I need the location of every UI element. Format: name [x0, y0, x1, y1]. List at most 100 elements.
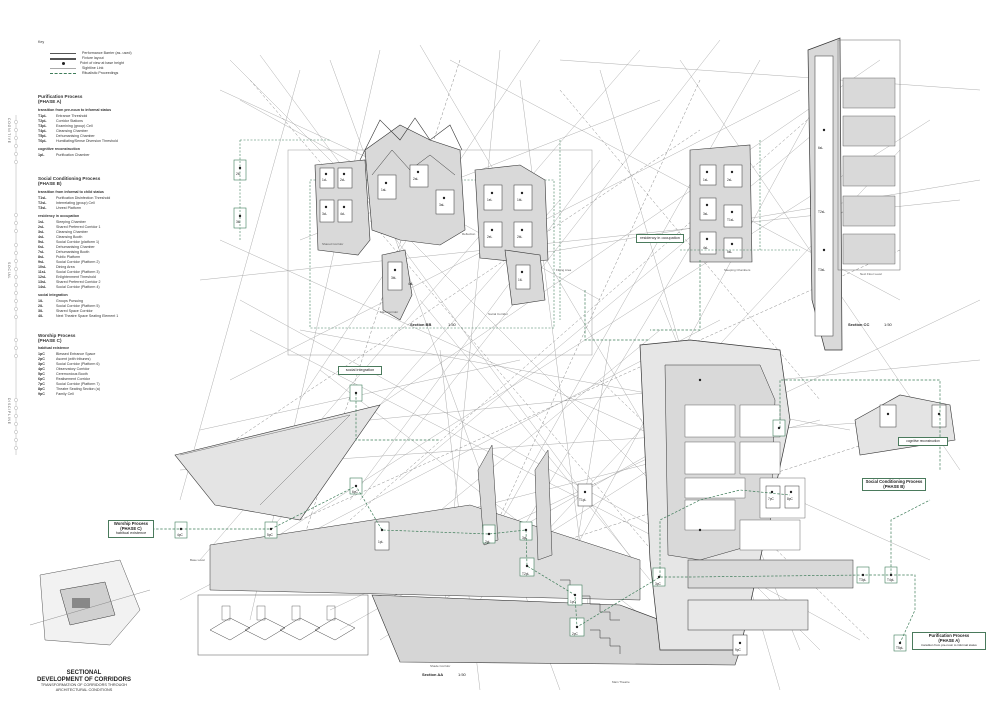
legend-code: 1iL	[38, 298, 44, 303]
legend-label: Social Corridor (Platform 5)	[56, 303, 100, 308]
legend-item: 3iL Shared Space Corridor	[38, 309, 188, 314]
legend-code: 1sL	[38, 219, 45, 224]
section-bb-scale: 1:50	[448, 322, 456, 327]
legend-code: 2iL	[38, 303, 44, 308]
legend-label: Humiliating/Sense Diversion Threshold	[56, 138, 118, 143]
node-label: 9pC	[735, 648, 741, 652]
node-label: 4pC	[177, 533, 183, 537]
node-label: 3cL	[322, 212, 328, 216]
node-label: 3aL	[439, 203, 445, 207]
worship-process-box: Worship Process(PHASE C)habitual existen…	[108, 520, 154, 538]
legend-label: Next Theatre Space Seating Element 1	[56, 313, 119, 318]
legend-label: Social Corridor (Platform 3)	[56, 269, 100, 274]
legend-code: 10sL	[38, 264, 47, 269]
title-line-2: DEVELOPMENT OF CORRIDORS	[36, 676, 131, 683]
annotation: Shade Corridor	[430, 664, 451, 668]
node-label: 5pC	[267, 533, 273, 537]
legend-code: 4pC	[38, 367, 45, 372]
node-label: 2bL	[517, 235, 523, 239]
legend-label: Shared Space Corridor	[56, 308, 93, 313]
legend-item: 10sL Dining Area	[38, 265, 188, 270]
legend-code: 8pC	[38, 387, 45, 392]
legend-code: T2pL	[38, 118, 47, 123]
phase-a-note: transition from pre-noun to informal sta…	[38, 107, 112, 112]
legend-code: T1sL	[38, 195, 47, 200]
legend-label: Realisement Corridor	[56, 377, 90, 382]
key-row: Point of view at base height	[38, 61, 188, 66]
legend-label: Purification Chamber	[56, 152, 90, 157]
node-label: 1pL	[378, 540, 384, 544]
key-label: Sightline Link	[82, 66, 104, 70]
legend-label: Social Corridor (Platform 6)	[56, 362, 100, 367]
annotation: Next Floor Level	[860, 272, 882, 276]
legend-label: Theatre Seating Section (a)	[56, 387, 100, 392]
legend-timeline	[14, 115, 18, 455]
node-label: 2cL	[340, 178, 346, 182]
legend-label: Dining Area	[56, 264, 75, 269]
node-label: 5sL	[727, 250, 733, 254]
residency-box: residency in occupation	[636, 234, 684, 243]
key-row: Performance Barrier (as- used)	[38, 51, 188, 56]
legend-code: 5pC	[38, 372, 45, 377]
legend-label: Shared Preferred Corridor 1	[56, 224, 101, 229]
node-label: T2pL	[522, 572, 530, 576]
legend-label: Social Corridor (platform 1)	[56, 239, 100, 244]
legend-label: Social Corridor (Platform 2)	[56, 259, 100, 264]
node-label: 6sL	[818, 146, 824, 150]
node-label: 1aL	[381, 188, 387, 192]
node-label: T3sL	[818, 268, 826, 272]
section-aa	[174, 339, 956, 666]
legend-label: Blessed Entrance Space	[56, 352, 96, 357]
legend-label: Dehumanising Booth	[56, 249, 90, 254]
legend-label: Examining (group) Cell	[56, 123, 93, 128]
legend-code: T6pL	[38, 138, 47, 143]
legend-item: 3pC Social Corridor (Platform 6)	[38, 362, 188, 367]
legend-code: T5pL	[38, 133, 47, 138]
cognitive-box: cognitive reconstruction	[898, 437, 948, 446]
legend-label: Public Platform	[56, 254, 81, 259]
legend-item: T6pL Humiliating/Sense Diversion Threshol…	[38, 139, 188, 144]
legend-code: 8sL	[38, 254, 45, 259]
phase-c-title: Worship Process(PHASE C)	[38, 332, 76, 344]
legend-code: 4sL	[38, 234, 45, 239]
node-label: 2pL	[485, 540, 491, 544]
legend-label: Family Cell	[56, 392, 74, 397]
section-aa-label: Section AA	[422, 672, 444, 677]
site-plan-inset	[29, 559, 151, 646]
section-cc-label: Section CC	[848, 322, 870, 327]
legend: Key Performance Barrier (as- used) Fixtu…	[38, 40, 188, 397]
node-label: 4cL	[340, 212, 346, 216]
social-process-box: Social Conditioning Process(PHASE B)	[862, 478, 926, 492]
node-label: 2tL	[236, 172, 241, 176]
legend-code: 13sL	[38, 279, 47, 284]
node-label: 1eL	[487, 198, 493, 202]
legend-code: 3iL	[38, 308, 44, 313]
legend-item: 1pC Blessed Entrance Space	[38, 352, 188, 357]
legend-label: Observatory Corridor	[56, 367, 90, 372]
section-aa-scale: 1:50	[458, 672, 466, 677]
annotation: Reflection	[462, 232, 476, 236]
annotation: Main Theatre	[612, 680, 630, 684]
section-cc-scale: 1:50	[884, 322, 892, 327]
legend-code: T4pL	[38, 128, 47, 133]
legend-code: 1pC	[38, 352, 45, 357]
legend-label: Entrance Threshold	[56, 113, 88, 118]
legend-label: Interrelating (group) Cell	[56, 200, 95, 205]
legend-code: 3pC	[38, 362, 45, 367]
legend-label: Sleeping Chamber	[56, 219, 86, 224]
